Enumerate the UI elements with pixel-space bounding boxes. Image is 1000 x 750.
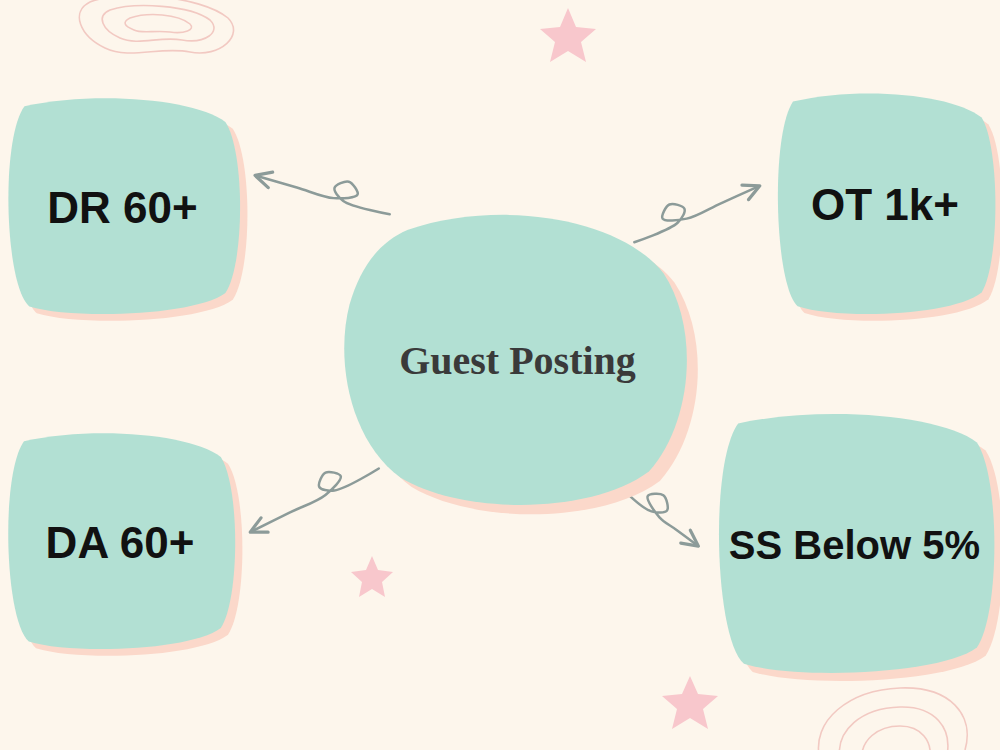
blob-fill	[778, 93, 996, 314]
central-blob: Guest Posting	[335, 205, 700, 515]
curly-arrow	[634, 187, 758, 243]
blob-fill	[344, 215, 687, 505]
metric-blob: OT 1k+	[770, 90, 1000, 320]
curly-arrow	[257, 176, 390, 214]
node-label: SS Below 5%	[729, 523, 980, 568]
curly-arrow	[627, 493, 697, 545]
blob-fill	[8, 433, 235, 649]
metric-blob: SS Below 5%	[709, 410, 1000, 680]
curly-arrow	[252, 469, 379, 532]
blob-fill	[8, 98, 240, 314]
metric-blob: DR 60+	[0, 95, 245, 320]
node-label: DR 60+	[47, 183, 197, 233]
metric-blob: DA 60+	[0, 430, 240, 655]
node-label: OT 1k+	[811, 180, 959, 230]
node-label: Guest Posting	[399, 337, 636, 384]
blob-fill	[719, 414, 994, 673]
node-label: DA 60+	[46, 518, 195, 568]
